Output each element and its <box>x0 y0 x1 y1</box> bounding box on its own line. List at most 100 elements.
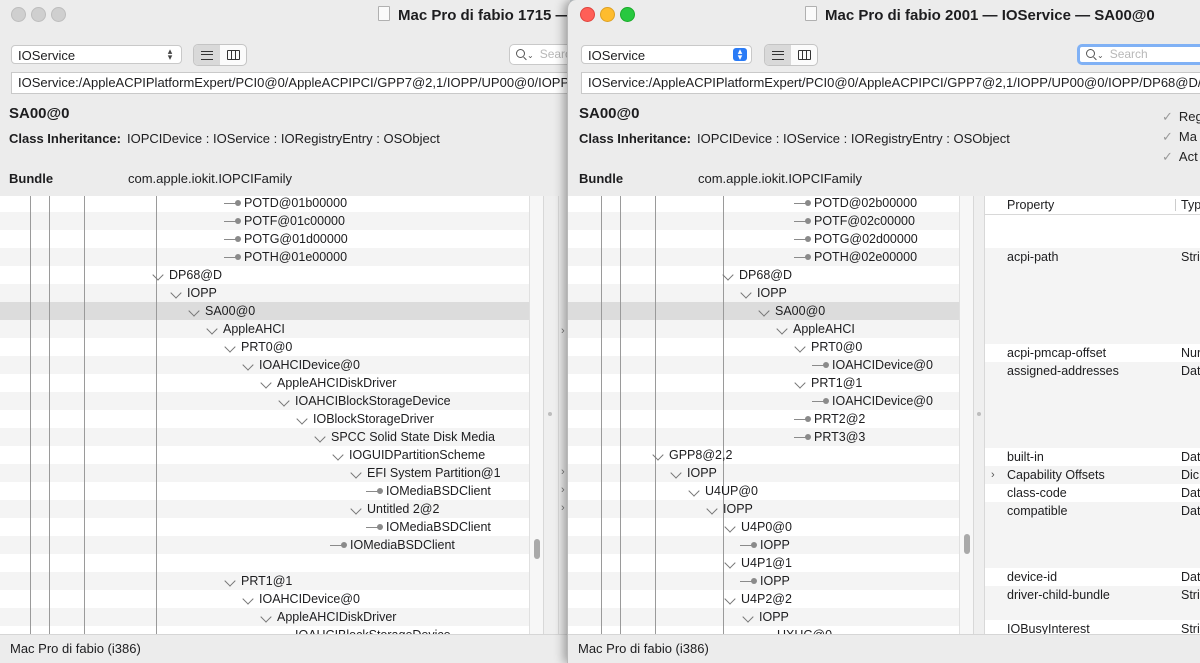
property-row[interactable] <box>985 215 1200 248</box>
tree-row[interactable] <box>568 482 973 500</box>
disclosure-triangle-icon[interactable] <box>688 485 700 497</box>
column-header-property[interactable]: Property <box>1007 198 1055 212</box>
tree-row[interactable] <box>568 284 973 302</box>
disclosure-triangle-icon[interactable] <box>350 503 362 515</box>
disclosure-triangle-icon[interactable] <box>794 377 806 389</box>
tree-row[interactable] <box>568 212 973 230</box>
plane-select[interactable]: IOService ▴▾ <box>11 45 182 64</box>
tree-node[interactable]: U4P1@1 <box>723 554 792 572</box>
tree-row[interactable] <box>568 464 973 482</box>
tree-row[interactable] <box>568 446 973 464</box>
tree-row[interactable] <box>568 608 973 626</box>
tree-row[interactable] <box>568 374 973 392</box>
disclosure-triangle-icon[interactable] <box>722 269 734 281</box>
divider-handle[interactable] <box>548 412 552 416</box>
tree-node[interactable]: IOPP <box>740 572 790 590</box>
tree-node[interactable]: U4P0@0 <box>723 518 792 536</box>
tree-node[interactable]: AppleAHCIDiskDriver <box>259 374 396 392</box>
tree-row[interactable] <box>0 572 543 590</box>
minimize-button[interactable] <box>600 7 615 22</box>
disclosure-triangle-icon[interactable] <box>758 305 770 317</box>
disclosure-triangle-icon[interactable] <box>706 503 718 515</box>
tree-row[interactable] <box>568 338 973 356</box>
tree-row[interactable] <box>568 536 973 554</box>
disclosure-triangle-icon[interactable] <box>296 413 308 425</box>
disclosure-triangle-icon[interactable] <box>776 323 788 335</box>
tree-row[interactable] <box>0 500 543 518</box>
tree-row[interactable] <box>568 392 973 410</box>
disclosure-triangle-icon[interactable] <box>278 395 290 407</box>
tree-row[interactable] <box>568 500 973 518</box>
tree-node[interactable]: PRT3@3 <box>794 428 865 446</box>
close-button[interactable] <box>11 7 26 22</box>
tree-node[interactable]: SA00@0 <box>757 302 825 320</box>
tree-scrollbar[interactable] <box>959 196 973 635</box>
search-field[interactable]: ⌄Searc <box>509 44 570 65</box>
column-view-button[interactable] <box>220 45 246 65</box>
disclosure-triangle-icon[interactable] <box>188 305 200 317</box>
tree-row-selected[interactable] <box>0 302 543 320</box>
tree-node[interactable]: UXHC@0 <box>759 626 832 635</box>
disclosure-triangle-icon[interactable] <box>332 449 344 461</box>
tree-row[interactable] <box>0 392 543 410</box>
registry-path-field[interactable]: IOService:/AppleACPIPlatformExpert/PCI0@… <box>581 72 1200 94</box>
tree-node[interactable]: GPP8@2,2 <box>651 446 732 464</box>
tree-row[interactable] <box>0 284 543 302</box>
tree-row[interactable] <box>0 410 543 428</box>
tree-node[interactable]: PRT1@1 <box>223 572 292 590</box>
tree-node[interactable]: POTD@02b00000 <box>794 196 917 212</box>
column-header-type[interactable]: Typ <box>1181 198 1200 212</box>
tree-node[interactable]: DP68@D <box>151 266 222 284</box>
tree-node[interactable]: U4P2@2 <box>723 590 792 608</box>
tree-node[interactable]: IOPP <box>669 464 717 482</box>
disclosure-triangle-icon[interactable] <box>242 593 254 605</box>
registered-checkbox[interactable]: ✓Reg <box>1162 107 1200 127</box>
disclosure-triangle-icon[interactable] <box>314 431 326 443</box>
tree-node[interactable]: IOPP <box>705 500 753 518</box>
tree-node[interactable]: PRT0@0 <box>223 338 292 356</box>
tree-node[interactable]: U4UP@0 <box>687 482 758 500</box>
tree-node[interactable]: IOPP <box>739 284 787 302</box>
chevron-right-icon[interactable]: › <box>561 484 565 496</box>
column-view-button[interactable] <box>791 45 817 65</box>
disclosure-triangle-icon[interactable] <box>350 467 362 479</box>
disclosure-triangle-icon[interactable] <box>742 611 754 623</box>
tree-node[interactable]: IOAHCIBlockStorageDevice <box>277 392 451 410</box>
list-view-button[interactable] <box>765 45 791 65</box>
matched-checkbox[interactable]: ✓Ma <box>1162 127 1200 147</box>
disclosure-triangle-icon[interactable] <box>170 287 182 299</box>
tree-node[interactable]: IOMediaBSDClient <box>330 536 455 554</box>
tree-node[interactable]: POTG@01d00000 <box>224 230 348 248</box>
tree-node[interactable]: AppleAHCI <box>205 320 285 338</box>
search-field[interactable]: ⌄Search <box>1077 44 1200 65</box>
plane-select[interactable]: IOService ▴▾ <box>581 45 752 64</box>
tree-node[interactable]: POTD@01b00000 <box>224 196 347 212</box>
zoom-button[interactable] <box>51 7 66 22</box>
split-divider[interactable] <box>973 196 985 635</box>
disclosure-triangle-icon[interactable] <box>206 323 218 335</box>
chevron-right-icon[interactable]: › <box>561 502 565 514</box>
tree-node[interactable]: POTF@02c00000 <box>794 212 915 230</box>
tree-node[interactable]: IOBlockStorageDriver <box>295 410 434 428</box>
disclosure-triangle-icon[interactable] <box>152 269 164 281</box>
disclosure-triangle-icon[interactable] <box>724 593 736 605</box>
tree-node[interactable]: SA00@0 <box>187 302 255 320</box>
registry-path-field[interactable]: IOService:/AppleACPIPlatformExpert/PCI0@… <box>11 72 570 94</box>
tree-node[interactable]: IOPP <box>169 284 217 302</box>
tree-node[interactable]: IOMediaBSDClient <box>366 518 491 536</box>
tree-row[interactable] <box>0 536 543 554</box>
tree-node[interactable]: AppleAHCI <box>775 320 855 338</box>
tree-node[interactable]: Untitled 2@2 <box>349 500 439 518</box>
tree-row[interactable] <box>0 212 543 230</box>
disclosure-triangle-icon[interactable] <box>652 449 664 461</box>
column-separator[interactable] <box>1175 199 1176 211</box>
chevron-right-icon[interactable]: › <box>991 469 995 481</box>
